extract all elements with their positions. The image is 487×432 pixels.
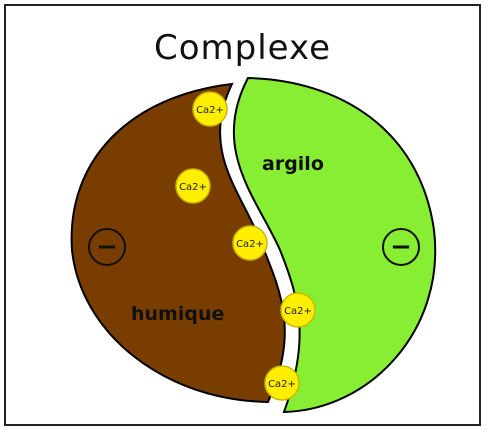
svg-text:−: −: [390, 232, 412, 262]
svg-text:−: −: [96, 232, 118, 262]
ca-ion-3: Ca2+: [232, 225, 268, 261]
clay-region: [232, 76, 437, 414]
svg-text:Ca2+: Ca2+: [268, 379, 296, 390]
svg-text:Ca2+: Ca2+: [179, 182, 207, 193]
humus-negative-charge: −: [88, 228, 126, 266]
svg-text:Ca2+: Ca2+: [196, 105, 224, 116]
ca-ion-4: Ca2+: [280, 292, 316, 328]
clay-negative-charge: −: [382, 228, 420, 266]
ca-ion-2: Ca2+: [175, 168, 211, 204]
clay-label: argilo: [262, 153, 324, 175]
diagram-title: Complexe: [153, 28, 331, 68]
ca-ion-5: Ca2+: [264, 365, 300, 401]
humus-region: [70, 82, 286, 404]
ca-ion-1: Ca2+: [192, 91, 228, 127]
svg-text:Ca2+: Ca2+: [236, 239, 264, 250]
humus-label: humique: [131, 303, 224, 325]
svg-text:Ca2+: Ca2+: [284, 306, 312, 317]
